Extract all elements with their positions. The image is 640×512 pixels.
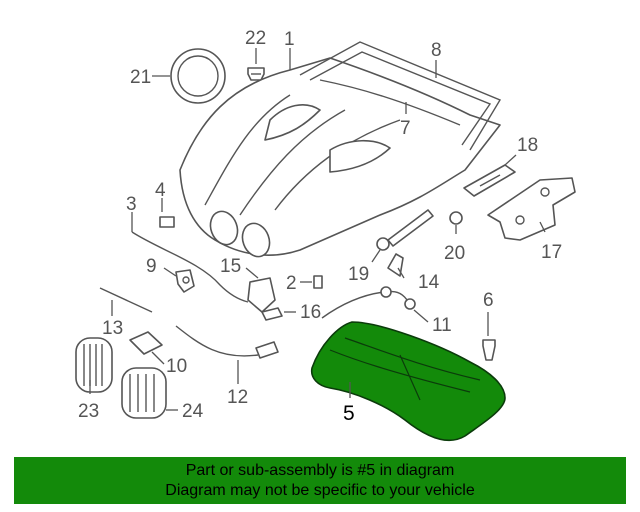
callout-8: 8 bbox=[431, 40, 442, 61]
part-11-cable[interactable] bbox=[321, 290, 411, 319]
part-21-pad[interactable] bbox=[170, 48, 226, 104]
callout-16: 16 bbox=[300, 302, 321, 323]
part-7-strip[interactable] bbox=[319, 79, 461, 126]
banner-line-1: Part or sub-assembly is #5 in diagram bbox=[185, 462, 455, 479]
part-1-hood[interactable] bbox=[179, 57, 501, 260]
callout-20: 20 bbox=[444, 243, 465, 264]
callout-15: 15 bbox=[220, 256, 241, 277]
callout-9: 9 bbox=[146, 256, 157, 277]
part-8-seal[interactable] bbox=[299, 41, 502, 151]
part-20-nut[interactable] bbox=[449, 211, 463, 225]
part-22-grommet[interactable] bbox=[247, 67, 265, 81]
leader-lines bbox=[89, 48, 546, 411]
callout-11: 11 bbox=[432, 315, 452, 336]
callout-7: 7 bbox=[400, 118, 411, 139]
callout-4: 4 bbox=[155, 180, 166, 201]
callout-3: 3 bbox=[126, 194, 137, 215]
callout-1: 1 bbox=[284, 29, 295, 50]
part-24-grille[interactable] bbox=[121, 367, 167, 419]
part-15-latch[interactable] bbox=[247, 277, 276, 313]
callout-23: 23 bbox=[78, 401, 99, 422]
part-16-bracket[interactable] bbox=[261, 307, 283, 321]
callout-10: 10 bbox=[166, 356, 187, 377]
part-10-plate[interactable] bbox=[129, 331, 163, 355]
callout-2: 2 bbox=[286, 273, 297, 294]
part-19-stud[interactable] bbox=[376, 237, 390, 251]
part-5-heat-shield[interactable] bbox=[310, 321, 506, 442]
callout-21: 21 bbox=[130, 67, 151, 88]
part-6-pin[interactable] bbox=[482, 339, 496, 361]
callout-18: 18 bbox=[517, 135, 538, 156]
info-banner: Part or sub-assembly is #5 in diagram Di… bbox=[14, 457, 626, 504]
part-12-cable[interactable] bbox=[175, 325, 259, 357]
part-2-clip[interactable] bbox=[313, 275, 323, 289]
part-9-lock[interactable] bbox=[175, 269, 195, 293]
callout-13: 13 bbox=[102, 318, 123, 339]
callout-24: 24 bbox=[182, 401, 204, 422]
callout-14: 14 bbox=[418, 272, 440, 293]
part-3-cable[interactable] bbox=[131, 231, 249, 303]
part-23-grille[interactable] bbox=[75, 337, 113, 393]
part-18-bracket[interactable] bbox=[463, 164, 516, 197]
part-17-hinge[interactable] bbox=[487, 177, 576, 241]
diagram-drawing: 1 2 3 4 5 6 7 8 9 10 11 12 13 14 15 16 1… bbox=[75, 28, 576, 442]
callout-17: 17 bbox=[541, 242, 562, 263]
callout-19: 19 bbox=[348, 264, 369, 285]
callout-6: 6 bbox=[483, 290, 494, 311]
gas-strut[interactable] bbox=[387, 209, 434, 247]
banner-line-2: Diagram may not be specific to your vehi… bbox=[165, 482, 475, 499]
callout-12: 12 bbox=[227, 387, 248, 408]
part-13-rod[interactable] bbox=[99, 287, 153, 313]
callout-22: 22 bbox=[245, 28, 266, 49]
part-4-clip[interactable] bbox=[159, 216, 175, 228]
callout-5: 5 bbox=[343, 402, 355, 425]
